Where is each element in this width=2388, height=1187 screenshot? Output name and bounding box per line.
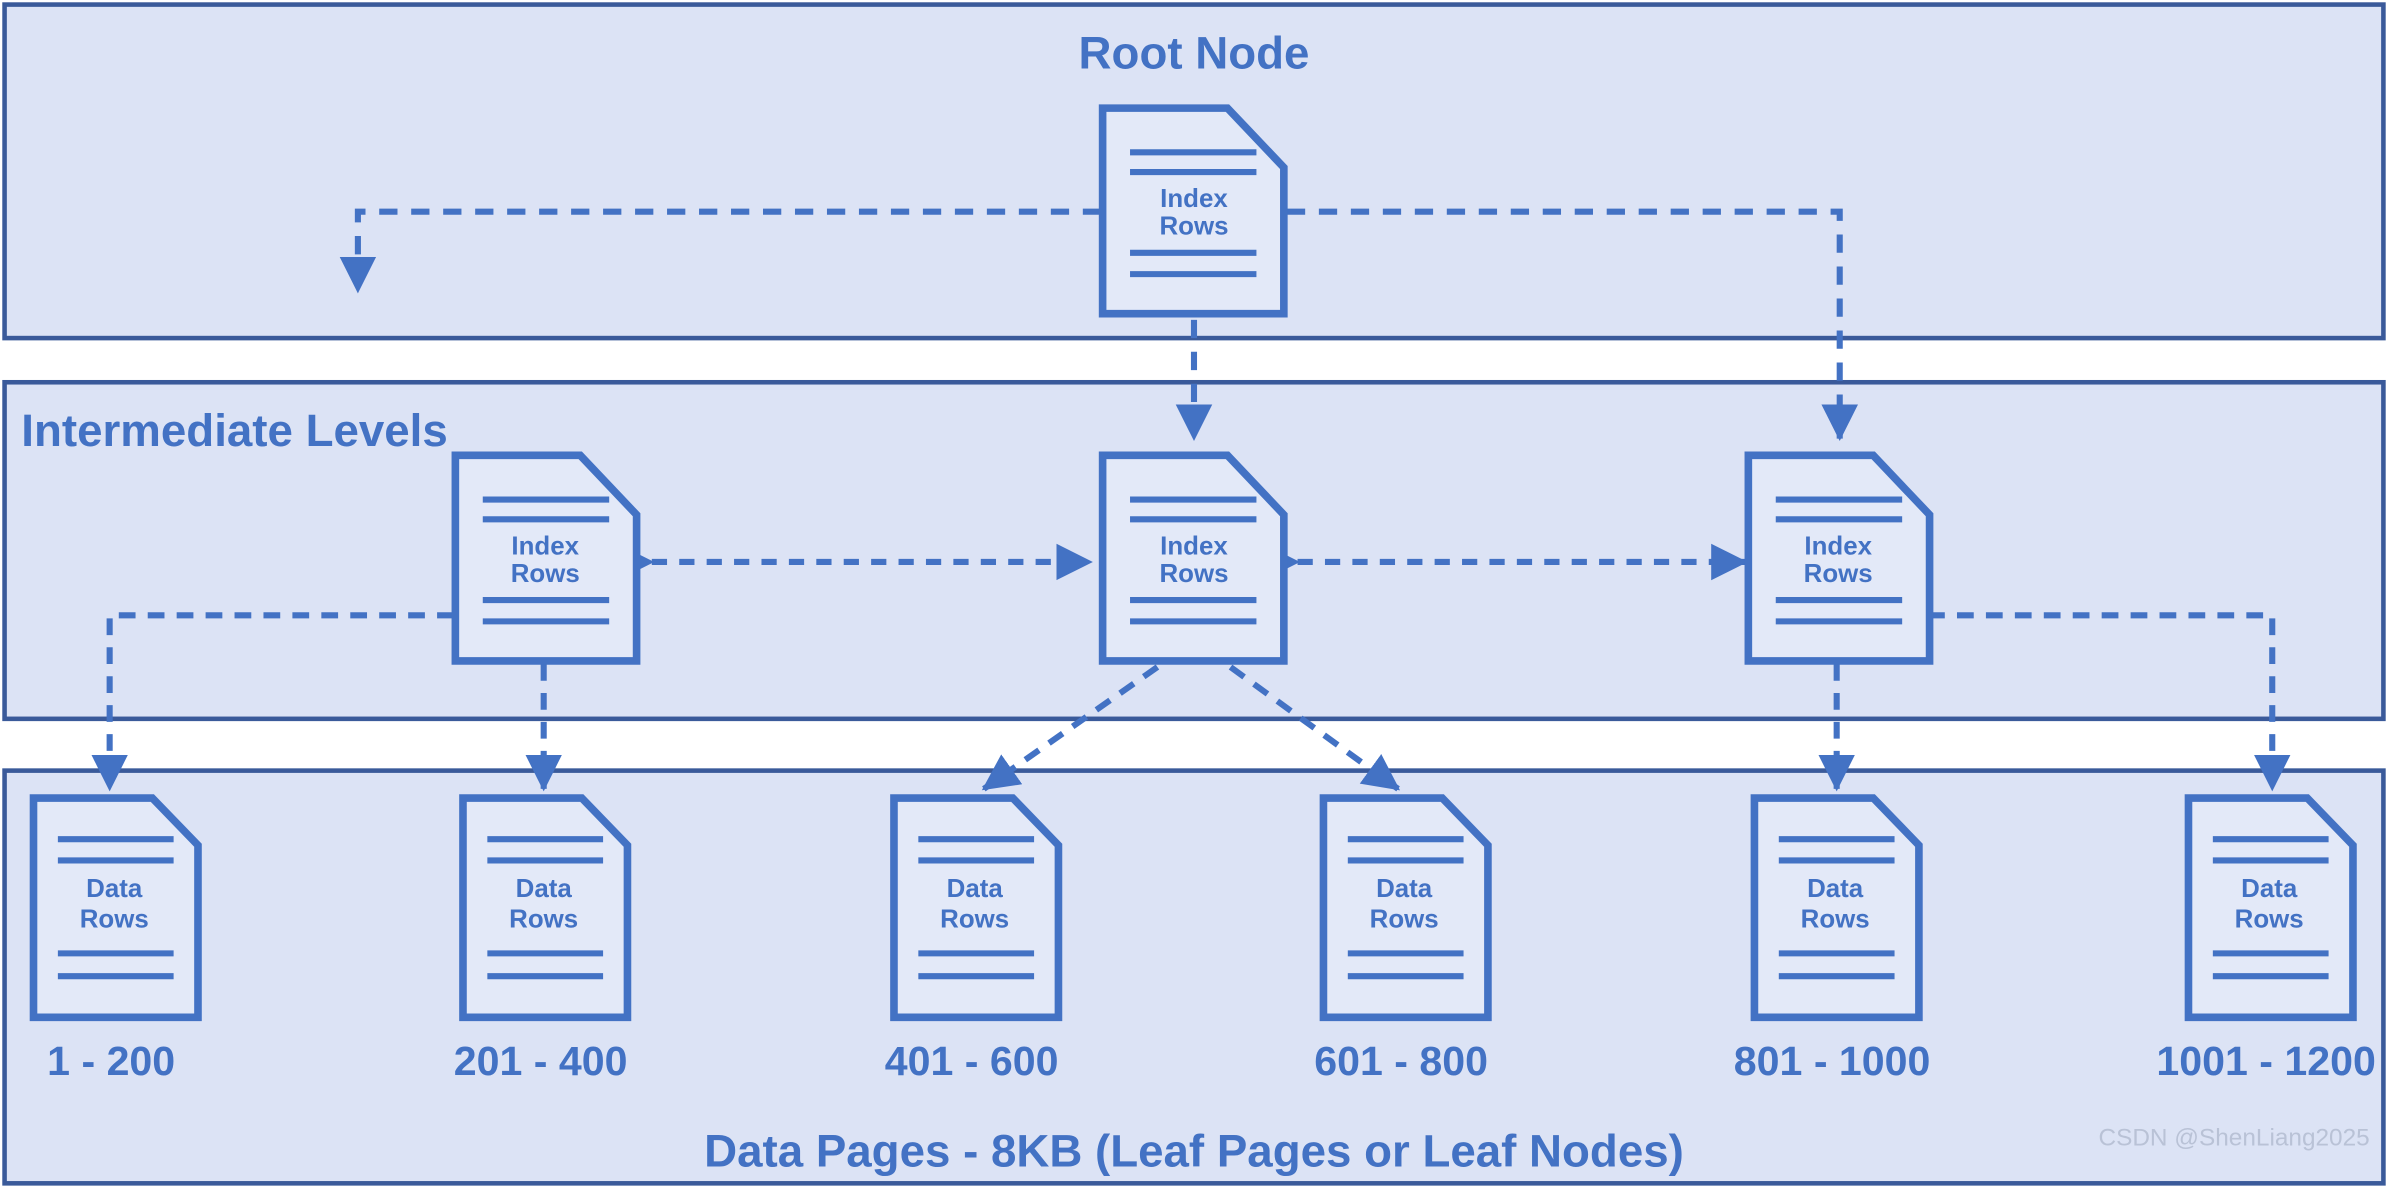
node-leaf-3[interactable]: Data Rows 401 - 600: [885, 794, 1063, 1084]
node-intermediate-middle[interactable]: Index Rows: [1098, 451, 1288, 665]
node-label-line1: Data: [1807, 875, 1864, 903]
node-label-line2: Rows: [1804, 560, 1873, 588]
leaf-range-label: 201 - 400: [454, 1038, 628, 1084]
document-page-icon: [1098, 104, 1288, 318]
leaf-range-label: 401 - 600: [885, 1038, 1059, 1084]
node-label-line2: Rows: [509, 905, 578, 933]
document-page-icon: [1750, 794, 1923, 1022]
csdn-watermark: CSDN @ShenLiang2025: [2099, 1124, 2370, 1151]
node-label-line1: Data: [947, 875, 1004, 903]
document-rule-lines: [482, 496, 610, 625]
node-label-line2: Rows: [1159, 213, 1228, 241]
node-label-line1: Index: [1160, 532, 1228, 560]
data-pages-caption: Data Pages - 8KB (Leaf Pages or Leaf Nod…: [704, 1126, 1684, 1177]
connector-int-middle-to-leaf-3: [981, 664, 1160, 792]
connector-root-to-int-right: [1286, 208, 1858, 442]
document-page-icon: [1744, 451, 1934, 665]
document-rule-lines: [57, 836, 174, 980]
node-label-line2: Rows: [511, 560, 580, 588]
connector-int-middle-to-leaf-4: [1228, 664, 1401, 792]
node-label-line2: Rows: [80, 905, 149, 933]
leaf-range-label: 1 - 200: [47, 1038, 175, 1084]
node-label-line1: Data: [1376, 875, 1433, 903]
band-leaf: [2, 768, 2386, 1186]
node-label-line1: Data: [86, 875, 143, 903]
band-title-intermediate: Intermediate Levels: [21, 405, 447, 456]
node-label-line1: Data: [2241, 875, 2298, 903]
document-page-icon: [2184, 794, 2357, 1022]
node-intermediate-left[interactable]: Index Rows: [451, 451, 641, 665]
node-leaf-6[interactable]: Data Rows 1001 - 1200: [2156, 794, 2376, 1084]
leaf-range-label: 801 - 1000: [1734, 1038, 1931, 1084]
node-label-line2: Rows: [1159, 560, 1228, 588]
document-rule-lines: [487, 836, 604, 980]
document-rule-lines: [1347, 836, 1464, 980]
node-label-line1: Index: [511, 532, 579, 560]
node-leaf-5[interactable]: Data Rows 801 - 1000: [1734, 794, 1931, 1084]
document-page-icon: [890, 794, 1063, 1022]
document-page-icon: [451, 451, 641, 665]
node-root-index-page[interactable]: Index Rows: [1098, 104, 1288, 318]
document-page-icon: [1319, 794, 1492, 1022]
document-rule-lines: [1130, 149, 1257, 278]
node-label-line2: Rows: [2235, 905, 2304, 933]
node-label-line1: Index: [1804, 532, 1872, 560]
node-intermediate-right[interactable]: Index Rows: [1744, 451, 1934, 665]
document-rule-lines: [2212, 836, 2329, 980]
node-leaf-2[interactable]: Data Rows 201 - 400: [454, 794, 632, 1084]
document-page-icon: [29, 794, 202, 1022]
node-label-line2: Rows: [1801, 905, 1870, 933]
leaf-range-label: 601 - 800: [1314, 1038, 1488, 1084]
document-rule-lines: [918, 836, 1035, 980]
connector-root-to-int-left: [339, 208, 1102, 294]
document-rule-lines: [1778, 836, 1895, 980]
node-label-line2: Rows: [1370, 905, 1439, 933]
document-page-icon: [1098, 451, 1288, 665]
node-label-line1: Data: [516, 875, 573, 903]
document-page-icon: [459, 794, 632, 1022]
document-rule-lines: [1130, 496, 1257, 625]
document-rule-lines: [1775, 496, 1903, 625]
node-label-line2: Rows: [940, 905, 1009, 933]
node-leaf-1[interactable]: Data Rows 1 - 200: [29, 794, 202, 1084]
node-label-line1: Index: [1160, 185, 1228, 213]
node-leaf-4[interactable]: Data Rows 601 - 800: [1314, 794, 1492, 1084]
leaf-range-label: 1001 - 1200: [2156, 1038, 2375, 1084]
band-title-root: Root Node: [1079, 28, 1310, 79]
